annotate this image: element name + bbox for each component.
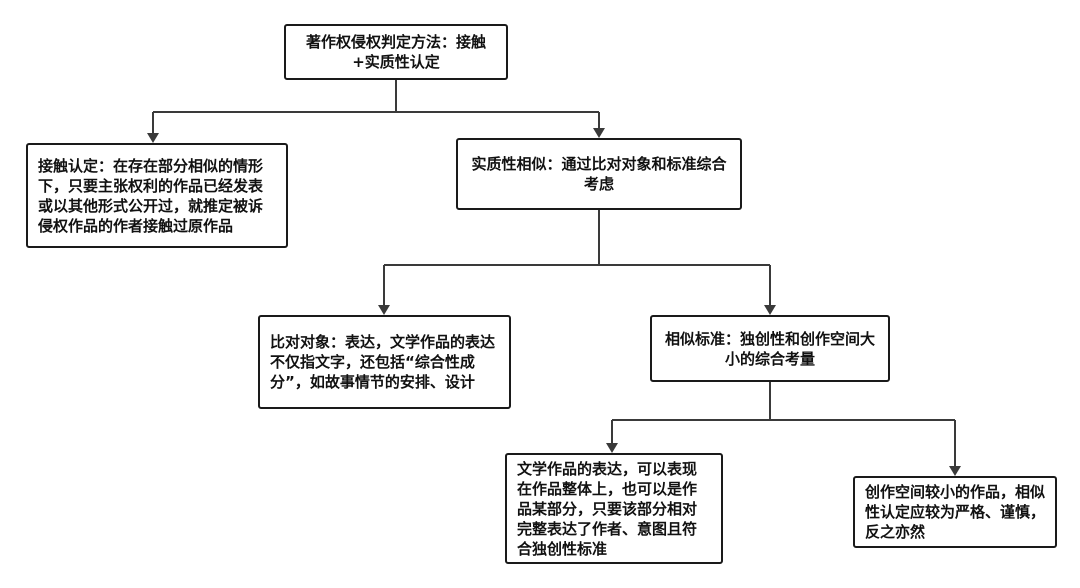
- root-node-label: 著作权侵权判定方法：接触+实质性认定: [305, 33, 486, 71]
- standard-node-label: 相似标准：独创性和创作空间大小的综合考量: [664, 329, 875, 368]
- contact-node-label: 接触认定：在存在部分相似的情形下，只要主张权利的作品已经发表或以其他形式公开过，…: [38, 156, 264, 235]
- arrowhead: [949, 466, 961, 476]
- small-space-node-label: 创作空间较小的作品，相似性认定应较为严格、谨慎，反之亦然: [865, 483, 1046, 541]
- similarity-node: 实质性相似：通过比对对象和标准综合考虑: [456, 138, 742, 210]
- object-node: 比对对象：表达，文学作品的表达不仅指文字，还包括“综合性成分”，如故事情节的安排…: [258, 315, 511, 409]
- arrowhead: [764, 305, 776, 315]
- similarity-node-label: 实质性相似：通过比对对象和标准综合考虑: [471, 155, 727, 193]
- object-node-label: 比对对象：表达，文学作品的表达不仅指文字，还包括“综合性成分”，如故事情节的安排…: [270, 333, 496, 391]
- small-space-node: 创作空间较小的作品，相似性认定应较为严格、谨慎，反之亦然: [853, 476, 1057, 548]
- arrowhead: [378, 305, 390, 315]
- arrowhead: [147, 133, 159, 143]
- root-node: 著作权侵权判定方法：接触+实质性认定: [284, 24, 508, 80]
- arrowhead: [593, 128, 605, 138]
- whole-or-part-node-label: 文学作品的表达，可以表现在作品整体上，也可以是作品某部分，只要该部分相对完整表达…: [517, 459, 698, 558]
- standard-node: 相似标准：独创性和创作空间大小的综合考量: [650, 315, 890, 382]
- arrowhead: [606, 443, 618, 453]
- contact-node: 接触认定：在存在部分相似的情形下，只要主张权利的作品已经发表或以其他形式公开过，…: [26, 143, 288, 248]
- whole-or-part-node: 文学作品的表达，可以表现在作品整体上，也可以是作品某部分，只要该部分相对完整表达…: [505, 453, 723, 564]
